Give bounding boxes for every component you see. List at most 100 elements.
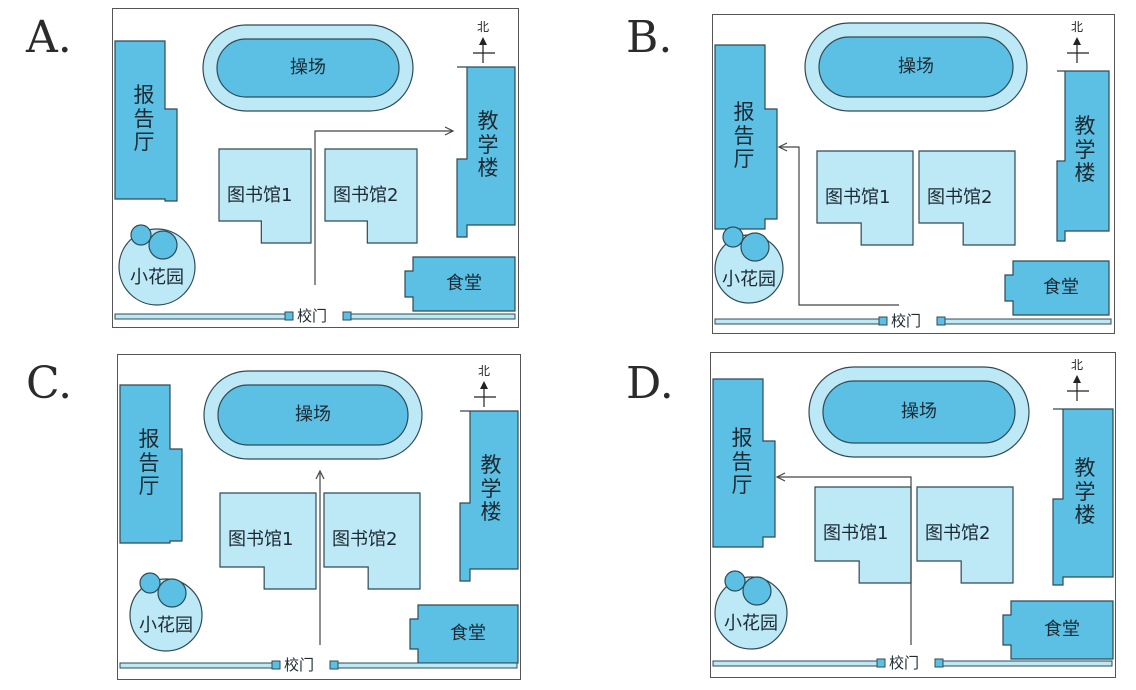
north-label: 北 — [1071, 20, 1084, 34]
canteen-building — [409, 604, 519, 664]
hall-building — [712, 378, 776, 548]
gate-post-right — [342, 311, 352, 321]
teaching-building-label: 教学楼 — [477, 109, 499, 181]
north-label: 北 — [477, 20, 490, 34]
canteen-building — [404, 256, 516, 312]
campus-map-b: 操场 报告厅 教学楼 图书馆1 图书馆2 小花园 食堂 校门 北 — [712, 14, 1115, 334]
route-path — [779, 146, 899, 306]
wall-right — [337, 662, 518, 669]
north-arrow-head — [480, 381, 488, 389]
gate-label: 校门 — [887, 654, 922, 672]
gate-label: 校门 — [282, 656, 317, 674]
playground-label: 操场 — [898, 56, 934, 77]
campus-map-c: 操场 报告厅 教学楼 图书馆1 图书馆2 小花园 食堂 校门 北 — [117, 354, 521, 680]
option-letter-a: A. — [26, 12, 72, 63]
garden-label: 小花园 — [722, 269, 776, 290]
north-label: 北 — [1071, 358, 1084, 372]
library-1-building — [219, 492, 317, 590]
option-letter-c: C. — [26, 358, 73, 409]
gate-post-right — [934, 658, 944, 668]
teaching-building — [1056, 70, 1110, 242]
tree-large — [157, 578, 187, 608]
route-path — [777, 476, 912, 645]
library-1-building — [218, 148, 312, 244]
gate-post-left — [878, 316, 888, 326]
tree-small — [722, 226, 744, 248]
gate-post-left — [284, 311, 294, 321]
teaching-building — [1052, 408, 1114, 586]
map-c-shapes — [119, 370, 519, 670]
hall-building — [119, 384, 183, 544]
route-arrowhead — [444, 126, 455, 136]
playground-field — [818, 36, 1014, 98]
playground-field — [216, 38, 400, 98]
gate-label: 校门 — [295, 307, 330, 325]
playground-label: 操场 — [290, 57, 326, 78]
garden-label: 小花园 — [139, 615, 193, 636]
library-2-label: 图书馆2 — [925, 523, 991, 544]
canteen-building — [1004, 260, 1110, 316]
playground-label: 操场 — [295, 404, 331, 425]
gate-post-left — [876, 658, 886, 668]
north-label: 北 — [478, 364, 491, 378]
option-letter-d: D. — [626, 358, 674, 409]
map-d-shapes — [712, 366, 1114, 668]
route-arrowhead — [777, 142, 788, 152]
wall-right — [350, 313, 516, 320]
playground-label: 操场 — [901, 401, 937, 422]
library-1-label: 图书馆1 — [825, 187, 891, 208]
library-1-label: 图书馆1 — [228, 529, 294, 550]
canteen-building — [1002, 600, 1114, 660]
tree-large — [148, 230, 178, 260]
wall-left — [714, 318, 882, 325]
library-2-label: 图书馆2 — [927, 187, 993, 208]
north-arrow-head — [1073, 37, 1081, 45]
route-path — [314, 130, 453, 285]
map-b-shapes — [714, 22, 1112, 326]
hall-label: 报告厅 — [133, 83, 155, 155]
gate-post-right — [936, 316, 946, 326]
wall-right — [942, 660, 1113, 667]
hall-label: 报告厅 — [733, 100, 755, 172]
canteen-label: 食堂 — [450, 623, 486, 644]
option-letter-b: B. — [626, 12, 673, 63]
gate-post-right — [329, 660, 339, 670]
canteen-label: 食堂 — [1044, 619, 1080, 640]
tree-small — [139, 572, 161, 594]
library-1-label: 图书馆1 — [823, 523, 889, 544]
campus-map-d: 操场 报告厅 教学楼 图书馆1 图书馆2 小花园 食堂 校门 北 — [710, 352, 1116, 678]
library-1-label: 图书馆1 — [227, 185, 293, 206]
campus-map-a: 操场 报告厅 教学楼 图书馆1 图书馆2 小花园 食堂 校门 北 — [112, 8, 519, 328]
wall-left — [119, 662, 275, 669]
hall-label: 报告厅 — [138, 427, 160, 499]
canteen-label: 食堂 — [446, 273, 482, 294]
route-arrowhead — [315, 469, 325, 480]
playground-field — [217, 384, 409, 446]
north-arrow-head — [1073, 375, 1081, 383]
teaching-building-label: 教学楼 — [480, 453, 502, 525]
teaching-building — [459, 410, 519, 582]
library-2-building — [323, 492, 421, 590]
map-a-shapes — [114, 24, 516, 321]
north-arrow-head — [479, 37, 487, 45]
canteen-label: 食堂 — [1043, 277, 1079, 298]
garden-label: 小花园 — [724, 613, 778, 634]
tree-small — [130, 224, 152, 246]
wall-left — [114, 313, 288, 320]
gate-label: 校门 — [889, 312, 924, 330]
tree-large — [742, 576, 772, 606]
library-2-label: 图书馆2 — [332, 529, 398, 550]
library-2-label: 图书馆2 — [333, 185, 399, 206]
playground-field — [822, 380, 1016, 444]
wall-right — [944, 318, 1112, 325]
teaching-building-label: 教学楼 — [1074, 114, 1096, 186]
library-2-building — [916, 486, 1014, 584]
teaching-building-label: 教学楼 — [1074, 456, 1096, 528]
wall-left — [712, 660, 880, 667]
hall-building — [114, 40, 178, 202]
route-arrowhead — [775, 472, 786, 482]
library-2-building — [918, 150, 1016, 246]
tree-large — [740, 232, 770, 262]
library-1-building — [816, 150, 914, 246]
tree-small — [724, 570, 746, 592]
